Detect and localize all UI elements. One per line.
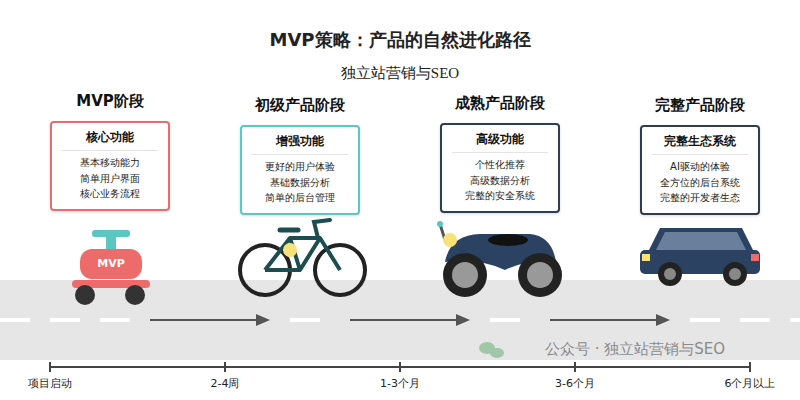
- timeline-label: 1-3个月: [380, 376, 420, 391]
- stage-heading: 完整产品阶段: [627, 96, 773, 115]
- feature-box: 完整生态系统 AI驱动的体验 全方位的后台系统 完整的开发者生态: [640, 125, 760, 215]
- subtitle: 独立站营销与SEO: [341, 64, 459, 83]
- road: [0, 280, 800, 360]
- stage-node: 完整产品阶段完整生态系统 AI驱动的体验 全方位的后台系统 完整的开发者生态: [627, 96, 773, 215]
- timeline-label: 6个月以上: [725, 376, 776, 391]
- stage-node: 初级产品阶段增强功能更好的用户体验 基础数据分析 简单的后台管理: [227, 96, 373, 215]
- box-heading: 增强功能: [252, 133, 348, 155]
- stage-heading: 成熟产品阶段: [427, 94, 573, 113]
- feature-box: 核心功能基本移动能力 简单用户界面 核心业务流程: [50, 121, 170, 211]
- watermark-icon: [479, 342, 504, 358]
- road-dashes: [0, 318, 800, 322]
- stage-heading: MVP阶段: [37, 92, 183, 111]
- car: [640, 228, 760, 286]
- vehicle-label: MVP: [97, 257, 125, 270]
- timeline-label: 3-6个月: [555, 376, 595, 391]
- box-heading: 核心功能: [62, 129, 158, 151]
- road-arrows: [150, 314, 670, 326]
- feature-list: 更好的用户体验 基础数据分析 简单的后台管理: [265, 159, 335, 206]
- title: MVP策略：产品的自然进化路径: [0, 28, 800, 52]
- feature-list: AI驱动的体验 全方位的后台系统 完整的开发者生态: [660, 159, 740, 206]
- feature-list: 基本移动能力 简单用户界面 核心业务流程: [80, 155, 140, 202]
- mvp-vehicle: [72, 230, 150, 305]
- box-heading: 完整生态系统: [652, 133, 748, 155]
- timeline: [50, 362, 750, 372]
- timeline-label: 项目启动: [28, 376, 72, 391]
- watermark: 公众号 · 独立站营销与SEO: [542, 340, 728, 359]
- feature-list: 个性化推荐 高级数据分析 完整的安全系统: [465, 157, 535, 204]
- stage-node: MVP阶段核心功能基本移动能力 简单用户界面 核心业务流程: [37, 92, 183, 211]
- timeline-label: 2-4周: [211, 376, 240, 391]
- stage-heading: 初级产品阶段: [227, 96, 373, 115]
- bicycle: [240, 220, 365, 295]
- stage-node: 成熟产品阶段高级功能个性化推荐 高级数据分析 完整的安全系统: [427, 94, 573, 213]
- box-heading: 高级功能: [452, 131, 548, 153]
- feature-box: 高级功能个性化推荐 高级数据分析 完整的安全系统: [440, 123, 560, 213]
- feature-box: 增强功能更好的用户体验 基础数据分析 简单的后台管理: [240, 125, 360, 215]
- motorcycle: [437, 221, 562, 297]
